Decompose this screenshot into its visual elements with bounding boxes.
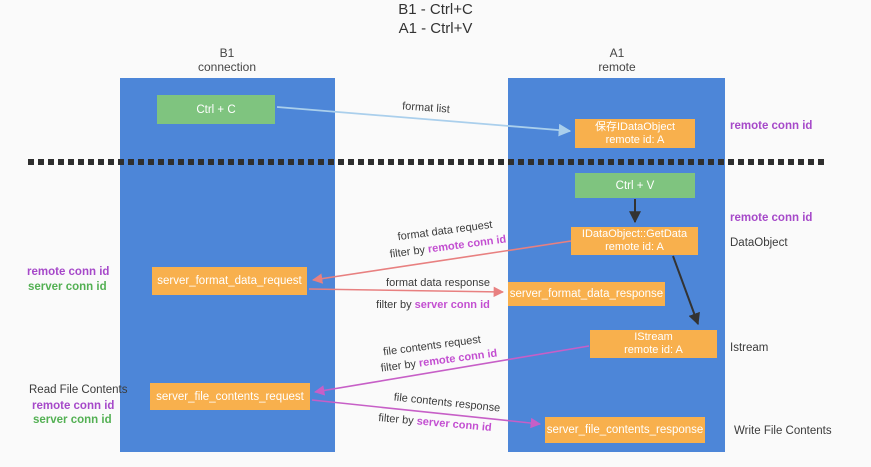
file-contents-response-label: file contents response — [393, 391, 501, 415]
lane-header-b1-connection: B1 connection — [157, 46, 297, 74]
left-remote-conn-id-file: remote conn id — [32, 400, 115, 412]
diagram-title: B1 - Ctrl+C A1 - Ctrl+V — [0, 0, 871, 38]
istream-box: IStream remote id: A — [590, 330, 717, 358]
ctrl-c-box: Ctrl + C — [157, 95, 275, 124]
format-list-label: format list — [401, 100, 451, 116]
server-format-data-response-box: server_format_data_response — [508, 282, 665, 306]
filter-by-text: filter by — [389, 243, 429, 261]
server-file-contents-request-box: server_file_contents_request — [150, 383, 310, 410]
istream-remote-id: remote id: A — [624, 344, 683, 356]
title-line-b1: B1 - Ctrl+C — [398, 1, 473, 18]
left-remote-conn-id-format: remote conn id — [27, 266, 110, 278]
file-contents-response-filter-label: filter by server conn id — [378, 412, 492, 434]
format-data-response-arrow — [308, 286, 505, 298]
right-remote-conn-id-top: remote conn id — [730, 120, 813, 132]
format-data-response-filter-label: filter by server conn id — [376, 299, 490, 311]
getdata-remote-id: remote id: A — [605, 241, 664, 253]
ctrl-v-label: Ctrl + V — [615, 179, 655, 192]
format-data-response-label: format data response — [386, 277, 490, 289]
lane-left-role: connection — [197, 60, 257, 74]
lane-left-name: B1 — [219, 46, 235, 60]
server-format-data-response-label: server_format_data_response — [509, 288, 664, 300]
server-conn-id-highlight: server conn id — [414, 299, 490, 311]
right-write-file-contents-label: Write File Contents — [734, 425, 832, 437]
left-read-file-contents-label: Read File Contents — [29, 384, 128, 396]
filter-by-text: filter by — [380, 357, 420, 375]
save-dataobject-title: 保存IDataObject — [594, 120, 676, 133]
istream-title: IStream — [634, 331, 673, 343]
lane-header-a1-remote: A1 remote — [547, 46, 687, 74]
server-format-data-request-box: server_format_data_request — [152, 267, 307, 295]
server-format-data-request-label: server_format_data_request — [157, 275, 302, 287]
filter-by-text: filter by — [377, 412, 418, 428]
server-conn-id-highlight: server conn id — [416, 415, 493, 434]
save-dataobject-box: 保存IDataObject remote id: A — [575, 119, 695, 148]
ctrl-c-label: Ctrl + C — [196, 103, 236, 116]
save-dataobject-remote-id: remote id: A — [605, 133, 665, 146]
server-file-contents-response-label: server_file_contents_response — [546, 424, 704, 436]
server-file-contents-response-box: server_file_contents_response — [545, 417, 705, 443]
right-istream-label: Istream — [730, 342, 769, 354]
left-server-conn-id-file: server conn id — [33, 414, 112, 426]
right-remote-conn-id-mid: remote conn id — [730, 212, 813, 224]
lane-right-name: A1 — [609, 46, 625, 60]
idataobject-getdata-box: IDataObject::GetData remote id: A — [571, 227, 698, 255]
left-server-conn-id-format: server conn id — [28, 281, 107, 293]
title-line-a1: A1 - Ctrl+V — [398, 20, 473, 37]
getdata-title: IDataObject::GetData — [581, 228, 688, 240]
filter-by-text: filter by — [376, 299, 415, 311]
right-dataobject-label: DataObject — [730, 237, 788, 249]
phase-separator-dashed-line — [28, 159, 825, 165]
lane-right-role: remote — [598, 60, 636, 74]
server-file-contents-request-label: server_file_contents_request — [156, 390, 304, 403]
ctrl-v-box: Ctrl + V — [575, 173, 695, 198]
